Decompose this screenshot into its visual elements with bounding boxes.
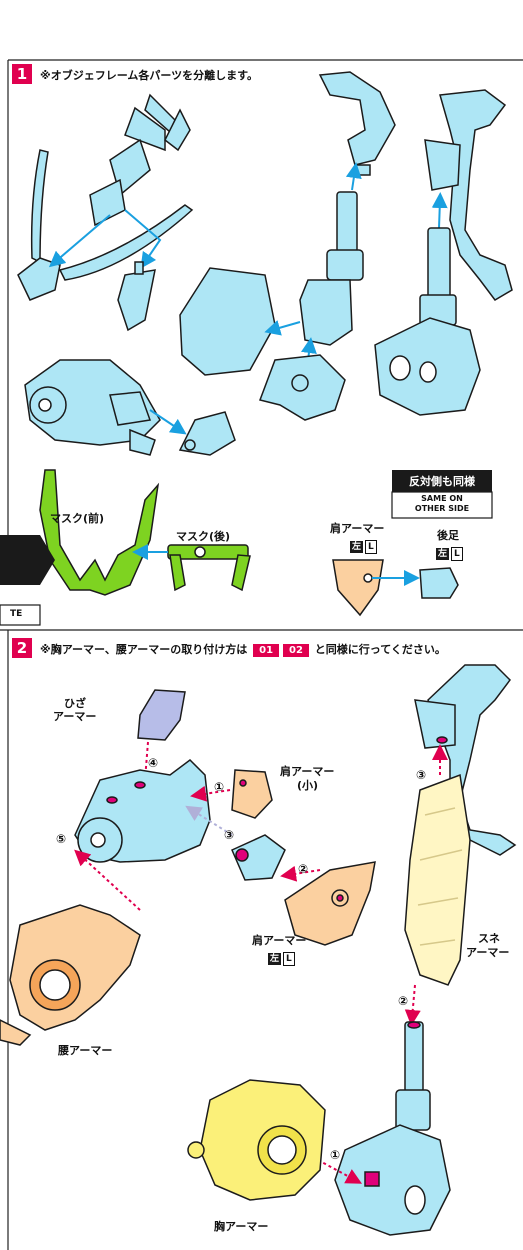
rear-leg-small-part: [419, 567, 459, 599]
separate-arrow-1: [48, 214, 111, 268]
head-tail-part: [17, 93, 194, 301]
shin-armor-label-1: スネ: [478, 932, 500, 945]
step2-lower-leg-part: [334, 1021, 451, 1236]
step1-shoulder-badge-jp: 左: [350, 540, 364, 553]
waist-armor-label: 腰アーマー: [58, 1044, 113, 1057]
small-tail-tip-part: [117, 261, 156, 332]
step1-shoulder-armor-label: 肩アーマー: [330, 522, 385, 535]
step1-number: 1: [12, 64, 32, 84]
shoulder-armor-part: [332, 559, 384, 617]
assembly-arrow-1: [190, 785, 231, 802]
small-shoulder-armor-part: [231, 769, 273, 819]
mark-4: ④: [148, 756, 159, 770]
rear-leg-foot-part: [374, 227, 481, 416]
knee-armor-label-2: アーマー: [53, 710, 97, 723]
separate-arrow-3: [345, 162, 362, 191]
side-tab-box: [0, 604, 41, 626]
chest-armor-label: 胸アーマー: [214, 1220, 269, 1233]
step2-shoulder-joint-part: [231, 834, 286, 881]
rear-leg-label: 後足: [437, 529, 459, 542]
step2-instruction-post: と同様に行ってください。: [314, 643, 446, 656]
step2-instruction-pre: ※胸アーマー、腰アーマーの取り付け方は: [40, 643, 248, 656]
mark-1-bottom: ①: [330, 1148, 341, 1162]
mark-2-right: ②: [398, 994, 409, 1008]
part-code-01: 01: [253, 644, 280, 657]
step2-shoulder-badge-jp: 左: [268, 952, 282, 965]
side-tab-label: TE: [10, 609, 23, 619]
assembly-arrow-1-bottom: [317, 1159, 363, 1184]
step1-instruction: ※オブジェフレーム各パーツを分離します。: [40, 69, 259, 82]
step2-shoulder-badge-en: L: [283, 951, 295, 966]
separate-arrow-4: [264, 320, 301, 336]
step2-torso-part: [74, 759, 211, 863]
lower-leg-shaft-part: [299, 191, 364, 346]
chest-armor-part: [187, 1079, 326, 1201]
step2-shoulder-armor-part: [284, 861, 376, 946]
same-other-side-en-1: SAME ON: [421, 494, 463, 503]
mark-1-upper: ①: [214, 780, 225, 794]
upper-leg-part: [318, 71, 396, 176]
assembly-arrow-2: [280, 865, 321, 882]
knee-armor-label-1: ひざ: [64, 697, 86, 710]
rear-leg-tail-part: [424, 89, 513, 301]
hip-joint-part: [259, 354, 346, 421]
mark-2-left: ②: [298, 862, 309, 876]
mark-3-right: ③: [416, 768, 427, 782]
assembly-arrow-2-right: [404, 984, 421, 1026]
mark-3-left: ③: [224, 828, 235, 842]
torso-core-part: [24, 359, 161, 456]
step2-shoulder-armor-label: 肩アーマー: [252, 934, 307, 947]
same-other-side-header: [392, 470, 492, 492]
step1-shoulder-badge-en: L: [365, 539, 377, 554]
step2-frame: [0, 629, 523, 1250]
small-shoulder-armor-label-2: (小): [297, 779, 319, 792]
same-other-side-en-2: OTHER SIDE: [414, 504, 470, 513]
separate-arrow-7: [149, 409, 187, 435]
separate-arrow-6: [431, 192, 448, 229]
step1-frame: [7, 59, 523, 543]
separate-arrow-2: [124, 209, 162, 269]
knee-armor-part: [137, 689, 186, 741]
chest-shell-part: [179, 267, 276, 376]
mask-back-part: [167, 544, 251, 592]
mark-5: ⑤: [56, 832, 67, 846]
assembly-arrow-3-left: [185, 805, 233, 836]
small-shoulder-armor-label-1: 肩アーマー: [280, 765, 335, 778]
mask-back-label: マスク(後): [176, 530, 231, 543]
part-code-02: 02: [283, 644, 309, 657]
rear-leg-badge-jp: 左: [436, 547, 450, 560]
same-other-side-jp: 反対側も同様: [409, 475, 475, 488]
mask-front-label: マスク(前): [50, 512, 105, 525]
waist-armor-part: [0, 904, 141, 1046]
shoulder-joint-part: [178, 411, 236, 456]
step2-number: 2: [12, 638, 32, 658]
shin-armor-label-2: アーマー: [466, 946, 510, 959]
shin-armor-part: [404, 773, 471, 986]
side-tab-shape: [0, 535, 55, 585]
rear-leg-badge-en: L: [451, 546, 463, 561]
assembly-arrow-5: [74, 849, 141, 911]
mask-front-part: [39, 469, 160, 596]
same-other-side-body: [391, 491, 493, 519]
